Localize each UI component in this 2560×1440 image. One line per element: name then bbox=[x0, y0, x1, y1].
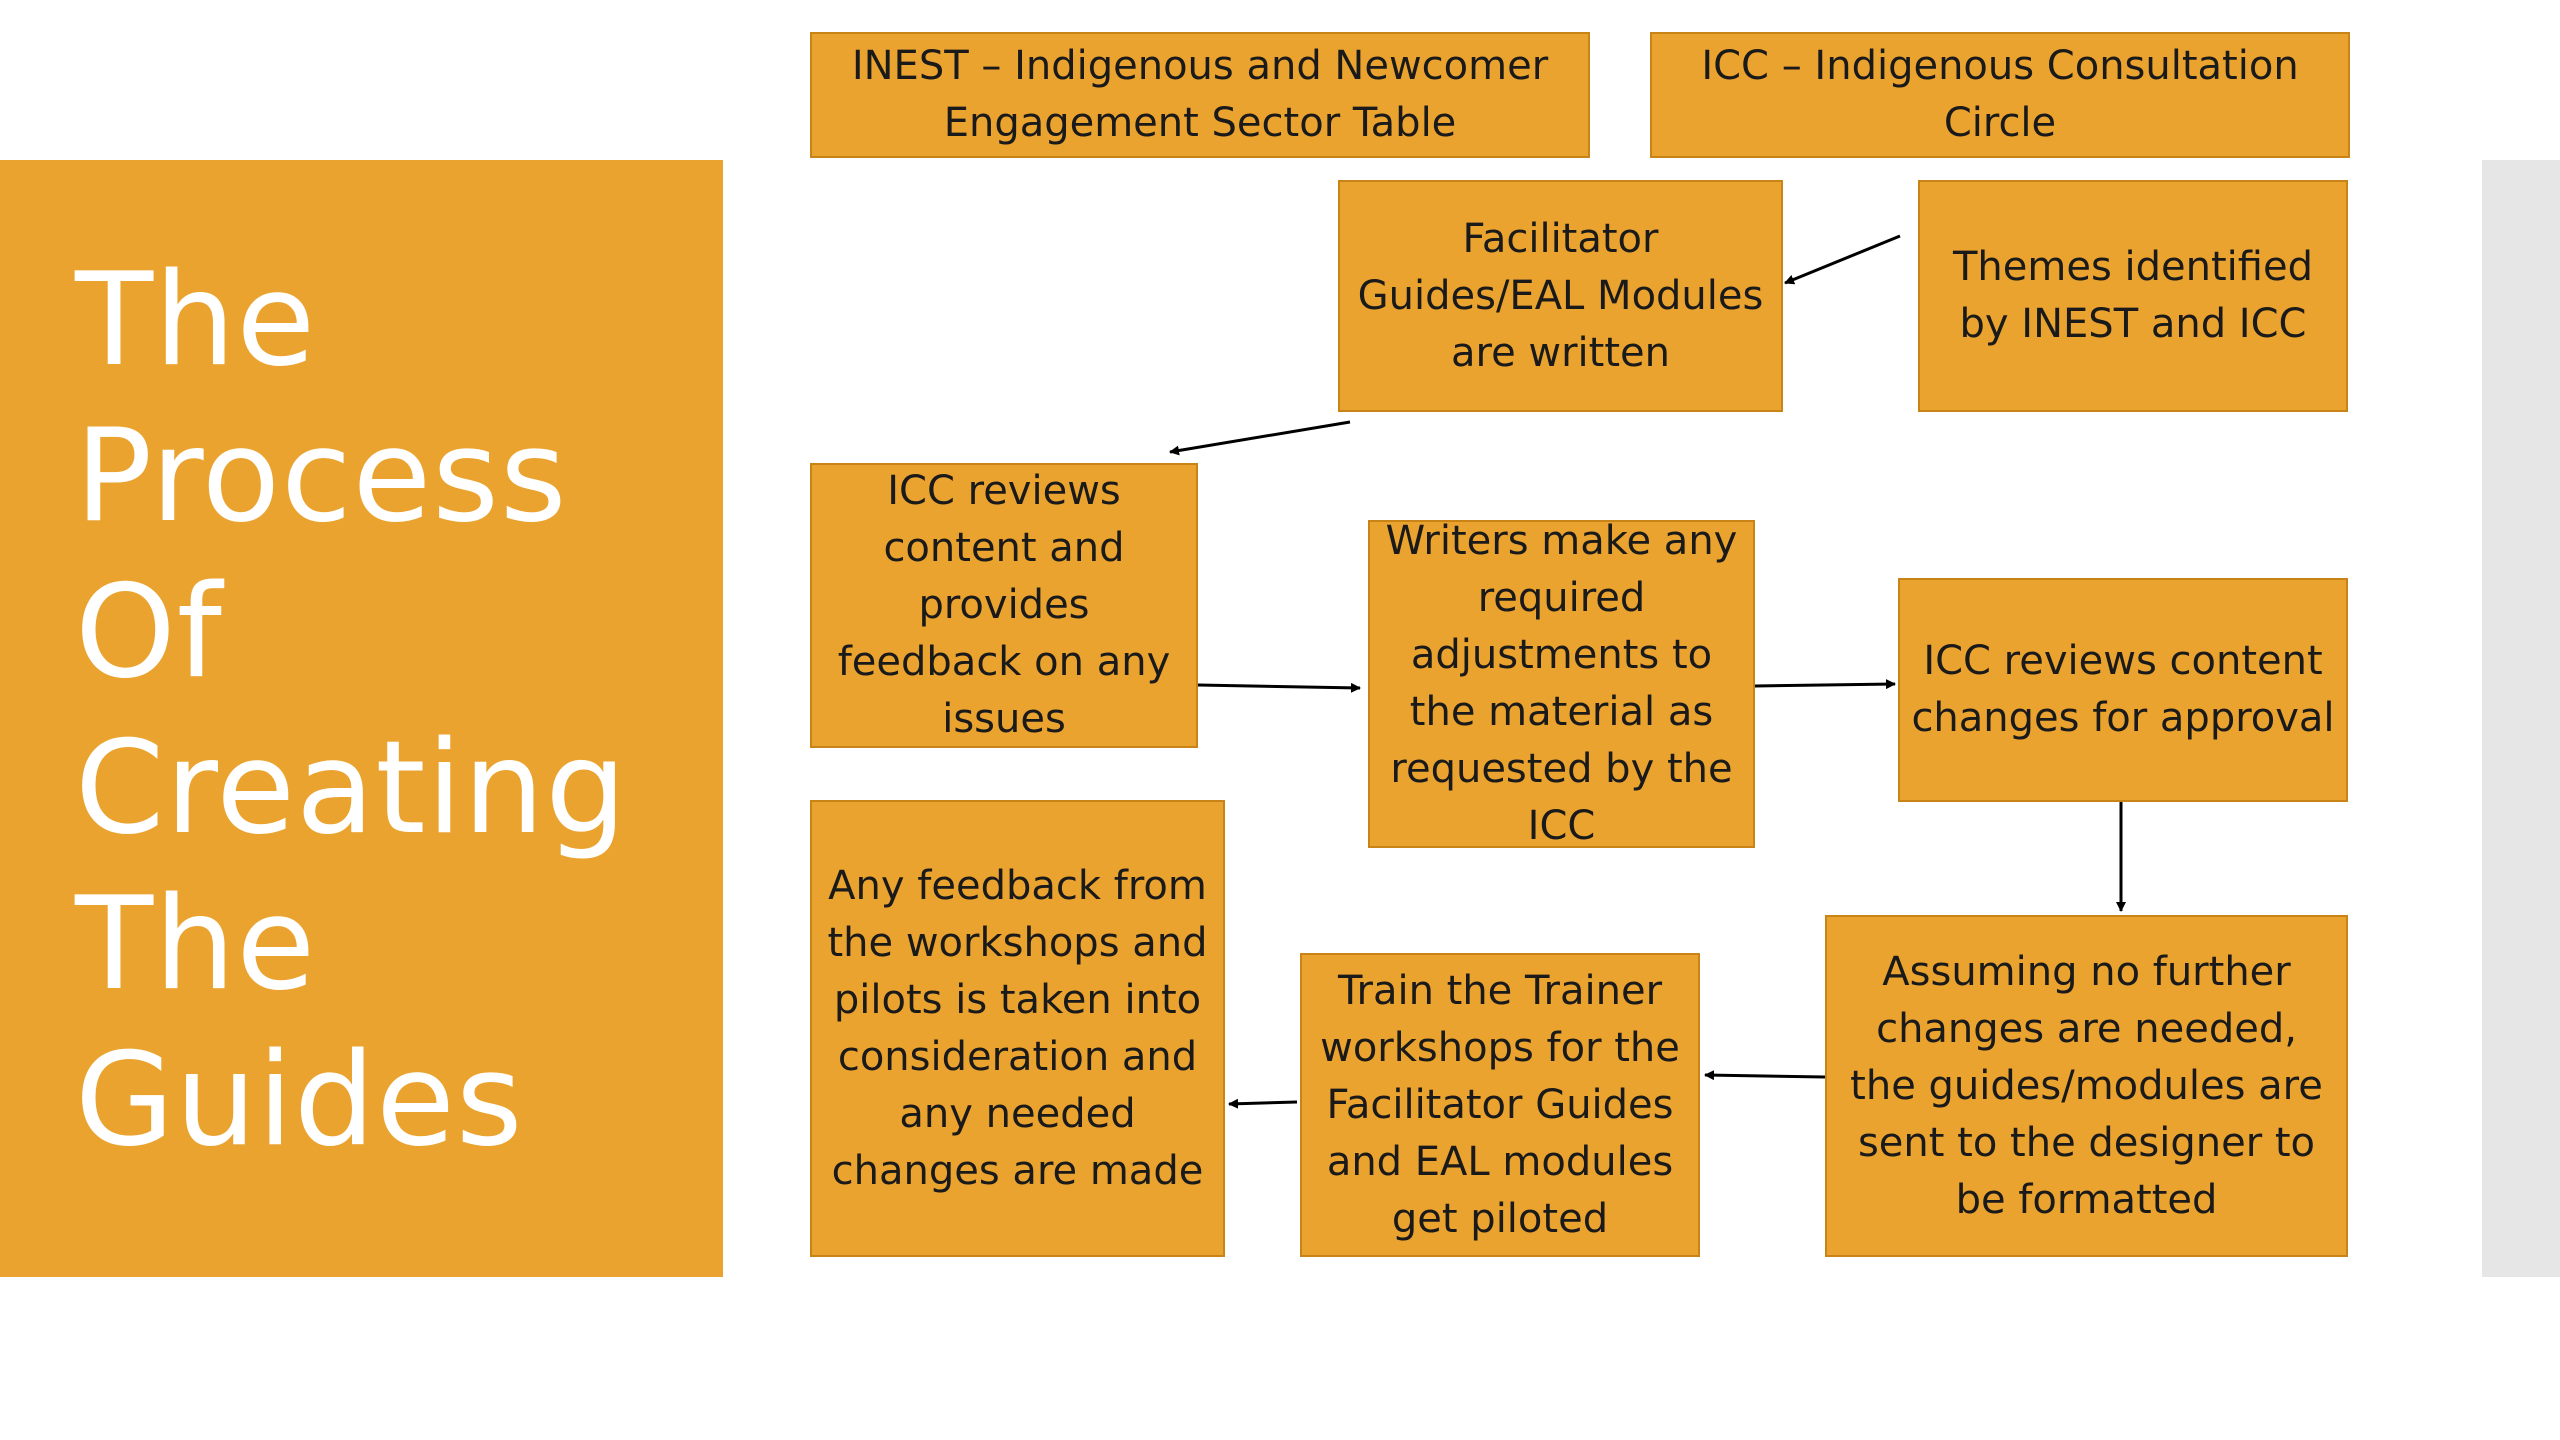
title-line-5: The bbox=[75, 870, 317, 1019]
title-line-6: Guides bbox=[75, 1026, 524, 1175]
box-sent-to-designer: Assuming no further changes are needed, … bbox=[1825, 915, 2348, 1257]
arrow-review-to-writers bbox=[1197, 682, 1361, 693]
box-icc-reviews-feedback-label: ICC reviews content and provides feedbac… bbox=[837, 468, 1171, 742]
arrow-themes-to-facilitator bbox=[1784, 234, 1901, 285]
box-sent-to-designer-label: Assuming no further changes are needed, … bbox=[1850, 948, 2323, 1223]
box-train-the-trainer-label: Train the Trainer workshops for the Faci… bbox=[1320, 967, 1680, 1242]
title-panel bbox=[0, 160, 723, 1277]
title-line-2: Process bbox=[75, 402, 568, 551]
arrow-train-to-feedback bbox=[1228, 1098, 1298, 1109]
box-icc-reviews-approval-label: ICC reviews content changes for approval bbox=[1911, 638, 2335, 741]
box-themes-identified: Themes identified by INEST and ICC bbox=[1918, 180, 2348, 412]
box-icc: ICC – Indigenous Consultation Circle bbox=[1650, 32, 2350, 158]
arrow-facilitator-to-review bbox=[1169, 420, 1351, 456]
box-inest-label: INEST – Indigenous and Newcomer Engageme… bbox=[851, 43, 1549, 146]
box-icc-reviews-feedback: ICC reviews content and provides feedbac… bbox=[810, 463, 1198, 748]
box-icc-reviews-approval: ICC reviews content changes for approval bbox=[1898, 578, 2348, 802]
right-edge-strip bbox=[2482, 160, 2560, 1277]
box-facilitator-guides: Facilitator Guides/EAL Modules are writt… bbox=[1338, 180, 1783, 412]
box-icc-label: ICC – Indigenous Consultation Circle bbox=[1701, 43, 2299, 146]
title-line-3: Of bbox=[75, 558, 223, 707]
box-workshop-feedback: Any feedback from the workshops and pilo… bbox=[810, 800, 1225, 1257]
box-writers-adjustments: Writers make any required adjustments to… bbox=[1368, 520, 1755, 848]
box-workshop-feedback-label: Any feedback from the workshops and pilo… bbox=[827, 862, 1208, 1194]
slide-title: The Process Of Creating The Guides bbox=[75, 243, 715, 1179]
box-themes-identified-label: Themes identified by INEST and ICC bbox=[1953, 244, 2313, 347]
title-line-4: Creating bbox=[75, 714, 628, 863]
title-line-1: The bbox=[75, 246, 317, 395]
arrow-writers-to-approval bbox=[1754, 679, 1896, 690]
box-inest: INEST – Indigenous and Newcomer Engageme… bbox=[810, 32, 1590, 158]
box-facilitator-guides-label: Facilitator Guides/EAL Modules are writt… bbox=[1357, 215, 1764, 376]
box-writers-adjustments-label: Writers make any required adjustments to… bbox=[1385, 520, 1738, 848]
box-train-the-trainer: Train the Trainer workshops for the Faci… bbox=[1300, 953, 1700, 1257]
arrow-designer-to-train bbox=[1704, 1070, 1826, 1081]
